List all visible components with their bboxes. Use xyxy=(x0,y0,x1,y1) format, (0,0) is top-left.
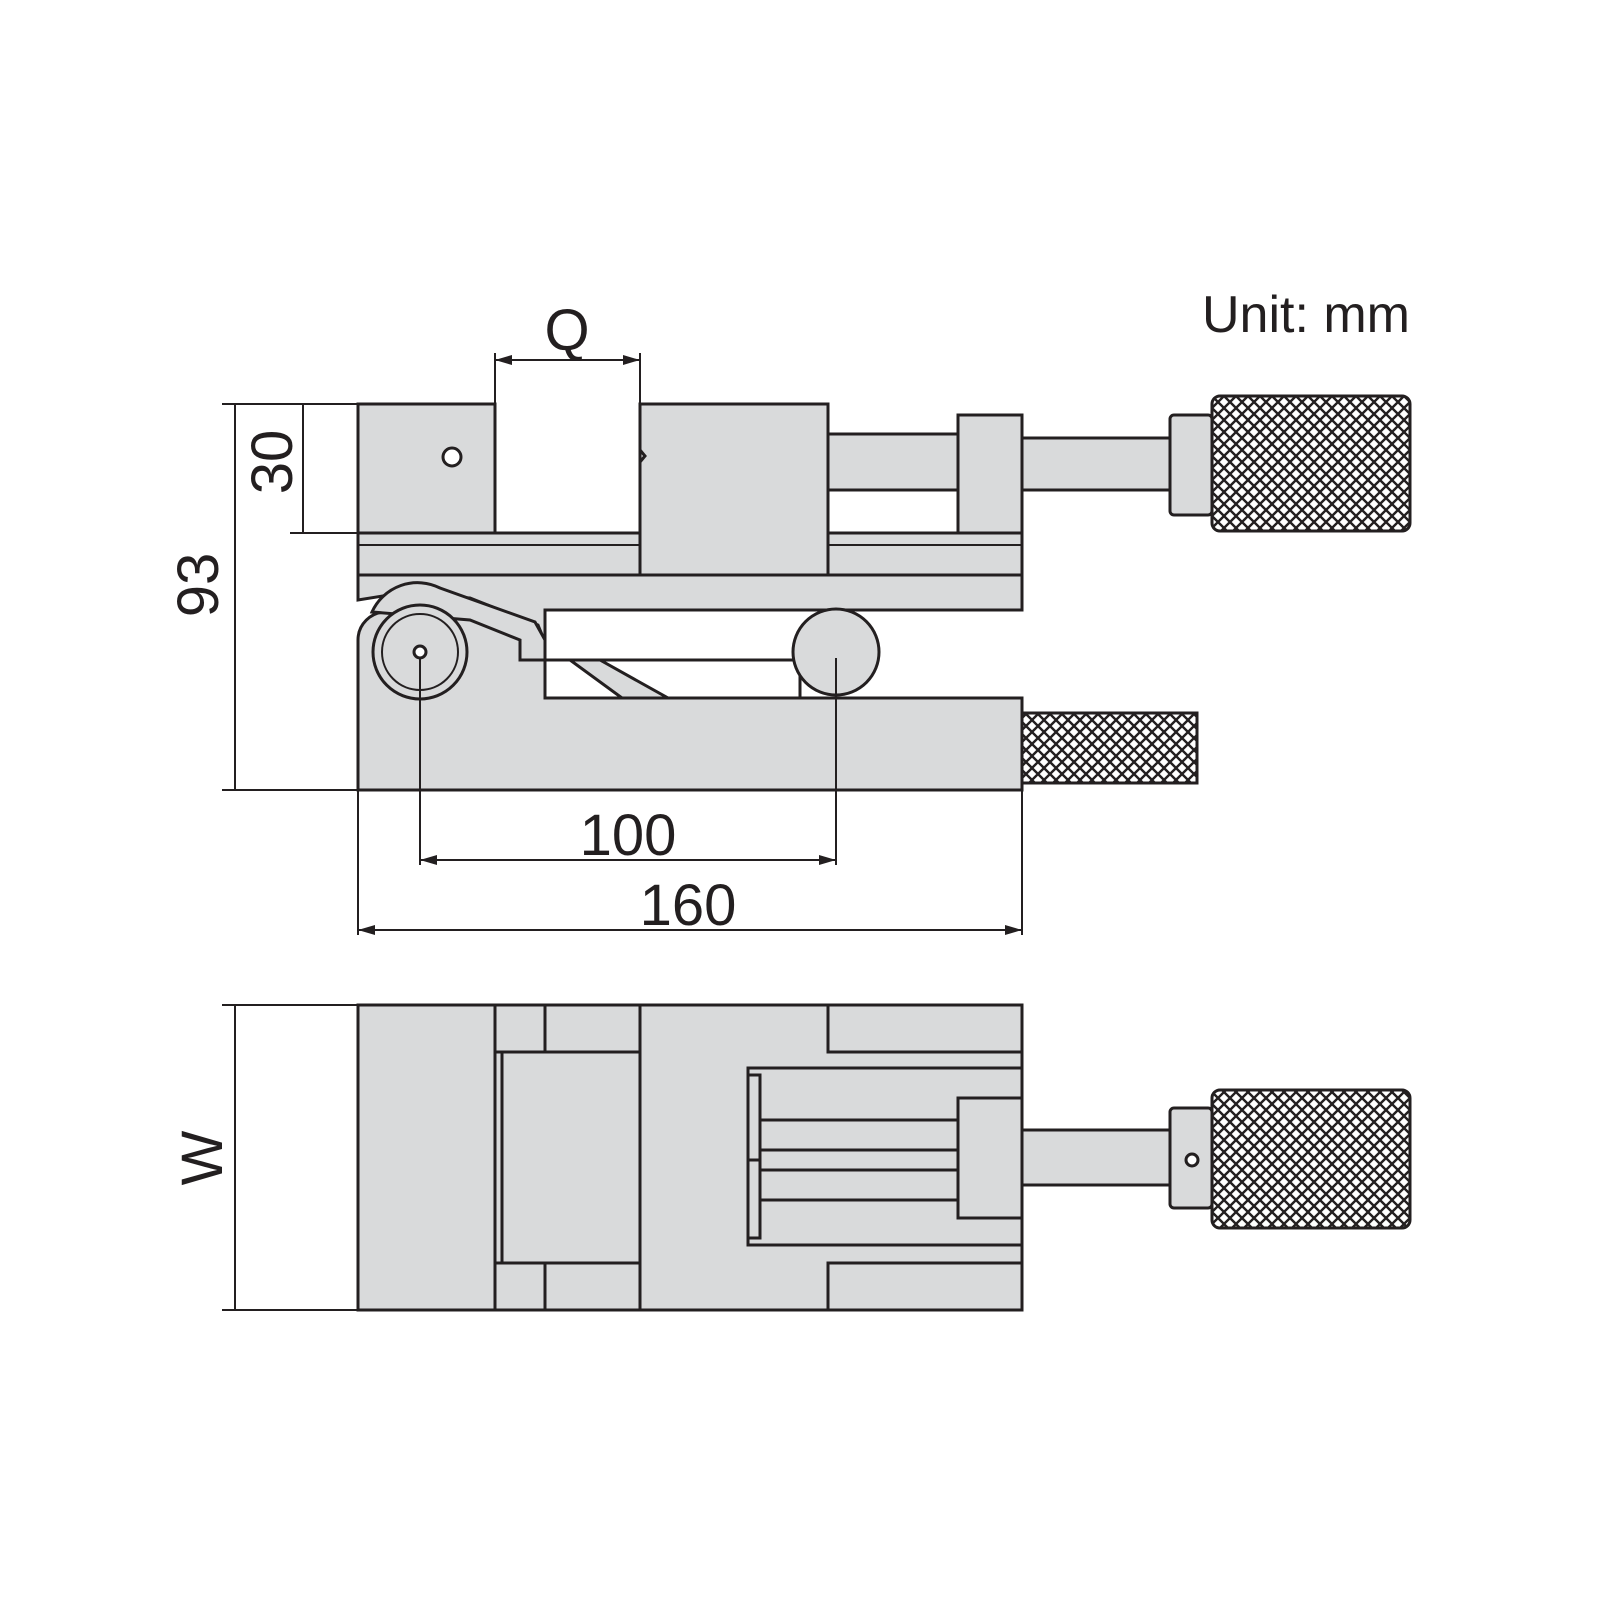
top-right-strip-upper xyxy=(826,1003,1024,1054)
height-93-label: 93 xyxy=(166,553,231,618)
pivot-center xyxy=(412,644,428,660)
width-w-label: W xyxy=(170,1130,235,1185)
pivot-arm xyxy=(369,581,547,662)
screw-nut xyxy=(956,413,1024,535)
screw-collar xyxy=(1168,413,1214,517)
top-fixed-jaw xyxy=(356,1003,497,1312)
main-knurl-knob[interactable] xyxy=(1210,394,1412,533)
side-view: Q 30 93 100 160 xyxy=(166,298,1412,938)
base-knurl-knob[interactable] xyxy=(1020,711,1199,785)
screw-shaft xyxy=(1020,436,1172,492)
jaw-hole xyxy=(441,446,463,468)
top-screw-shaft xyxy=(1020,1128,1172,1187)
height-30-label: 30 xyxy=(240,430,305,495)
top-screw-nut xyxy=(956,1096,1024,1220)
length-100-label: 100 xyxy=(580,803,677,868)
top-jaw-opening xyxy=(493,1050,642,1265)
top-right-strip-lower xyxy=(826,1261,1024,1312)
collar-hole xyxy=(1184,1152,1200,1168)
lead-screw xyxy=(826,432,960,492)
moving-jaw xyxy=(638,402,830,577)
fixed-jaw xyxy=(356,402,497,535)
slant-guide xyxy=(565,658,674,700)
top-knurl-knob[interactable] xyxy=(1210,1088,1412,1230)
top-screw-upper xyxy=(758,1118,960,1152)
slot-guide xyxy=(746,1073,762,1240)
unit-label: Unit: mm xyxy=(1202,286,1410,344)
top-screw-lower xyxy=(758,1168,960,1202)
top-view: W xyxy=(170,1003,1412,1312)
top-strip-upper xyxy=(493,1003,642,1054)
length-160-label: 160 xyxy=(640,873,737,938)
top-strip-lower xyxy=(493,1261,642,1312)
q-label: Q xyxy=(544,298,589,363)
